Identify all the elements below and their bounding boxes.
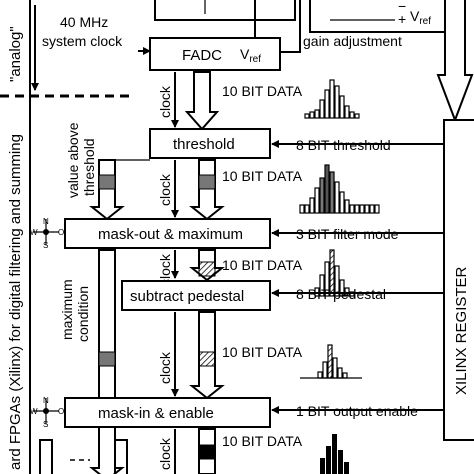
- svg-text:O: O: [58, 228, 64, 237]
- svg-text:S: S: [43, 420, 48, 429]
- output-enable-register-label: 1 BIT output enable: [296, 403, 418, 419]
- mask-in-enable-block: [64, 397, 271, 428]
- data-bus-arrow-1: [184, 71, 220, 131]
- histogram-4: [300, 344, 362, 379]
- xilinx-register-block: [443, 119, 474, 441]
- register-input-arrow: [436, 0, 474, 123]
- mask-out-maximum-label: mask-out & maximum: [98, 226, 243, 243]
- subtract-pedestal-label: subtract pedestal: [130, 288, 244, 305]
- compass-icon: N S W O: [30, 217, 64, 250]
- vref-minus-sign: −: [398, 0, 406, 14]
- value-above-arrow: [89, 159, 125, 221]
- top-amplifier-box: [154, 0, 296, 21]
- data-bus-arrow-2: [189, 159, 225, 221]
- digital-filtering-label: ard FPGAs (Xilinx) for digital filtering…: [7, 134, 24, 470]
- fadc-label: FADC: [182, 47, 222, 64]
- svg-text:N: N: [43, 217, 49, 226]
- subtract-pedestal-block: [121, 280, 271, 311]
- data-label-3: 10 BIT DATA: [222, 257, 303, 273]
- histogram-2: [299, 164, 380, 214]
- data-label-5: 10 BIT DATA: [222, 433, 303, 449]
- maximum-condition-arrow: [89, 249, 125, 474]
- fadc-vref: Vref: [240, 46, 261, 65]
- maximum-condition-marker: [98, 351, 116, 367]
- analog-label: "analog": [7, 26, 24, 82]
- data-label-4: 10 BIT DATA: [222, 344, 303, 360]
- histogram-5: [320, 434, 349, 474]
- gain-adjustment-label: gain adjustment: [303, 33, 402, 49]
- threshold-label: threshold: [173, 136, 235, 153]
- clock-label-5: clock: [157, 437, 173, 470]
- filter-mode-register-label: 3 BIT filter mode: [296, 226, 399, 242]
- data-label-2: 10 BIT DATA: [222, 168, 303, 184]
- svg-text:W: W: [30, 407, 38, 416]
- svg-text:O: O: [58, 407, 64, 416]
- mask-in-enable-label: mask-in & enable: [98, 405, 214, 422]
- value-above-marker: [98, 174, 116, 190]
- value-above-line-2: threshold: [81, 138, 97, 196]
- xilinx-register-label: XILINX REGISTER: [453, 266, 470, 395]
- data-bus-marker-2: [198, 174, 216, 190]
- data-bus-marker-4: [198, 351, 216, 367]
- data-bus-marker-5: [198, 444, 216, 460]
- threshold-register-label: 8 BIT threshold: [296, 137, 391, 153]
- clock-source-line-2: system clock: [42, 33, 123, 49]
- vref-feed-wire: [280, 0, 301, 53]
- maximum-condition-line-1: maximum: [59, 279, 75, 340]
- histogram-1: [304, 79, 360, 119]
- mask-out-maximum-block: [64, 218, 271, 249]
- data-bus-marker-3: [198, 261, 216, 277]
- output-pulses: [39, 439, 128, 474]
- pedestal-register-label: 8 BIT pedestal: [296, 286, 386, 302]
- fadc-block: [149, 37, 281, 71]
- data-bus-arrow-4: [189, 311, 225, 400]
- maximum-condition-line-2: condition: [75, 286, 91, 342]
- svg-text:S: S: [43, 241, 48, 250]
- clock-label-4: clock: [157, 351, 173, 384]
- threshold-block: [149, 128, 271, 159]
- vref-top: Vref: [410, 8, 431, 27]
- data-label-1: 10 BIT DATA: [222, 83, 303, 99]
- histogram-3: [314, 249, 355, 297]
- vref-plus-sign: +: [398, 11, 406, 27]
- clock-source-line-1: 40 MHz: [60, 14, 108, 30]
- value-above-line-1: value above: [65, 122, 81, 198]
- clock-label-1: clock: [157, 85, 173, 118]
- svg-text:N: N: [43, 396, 49, 405]
- svg-text:W: W: [30, 228, 38, 237]
- clock-label-3: clock: [157, 253, 173, 286]
- compass-icon-2: N S W O: [30, 396, 64, 429]
- clock-label-2: clock: [157, 173, 173, 206]
